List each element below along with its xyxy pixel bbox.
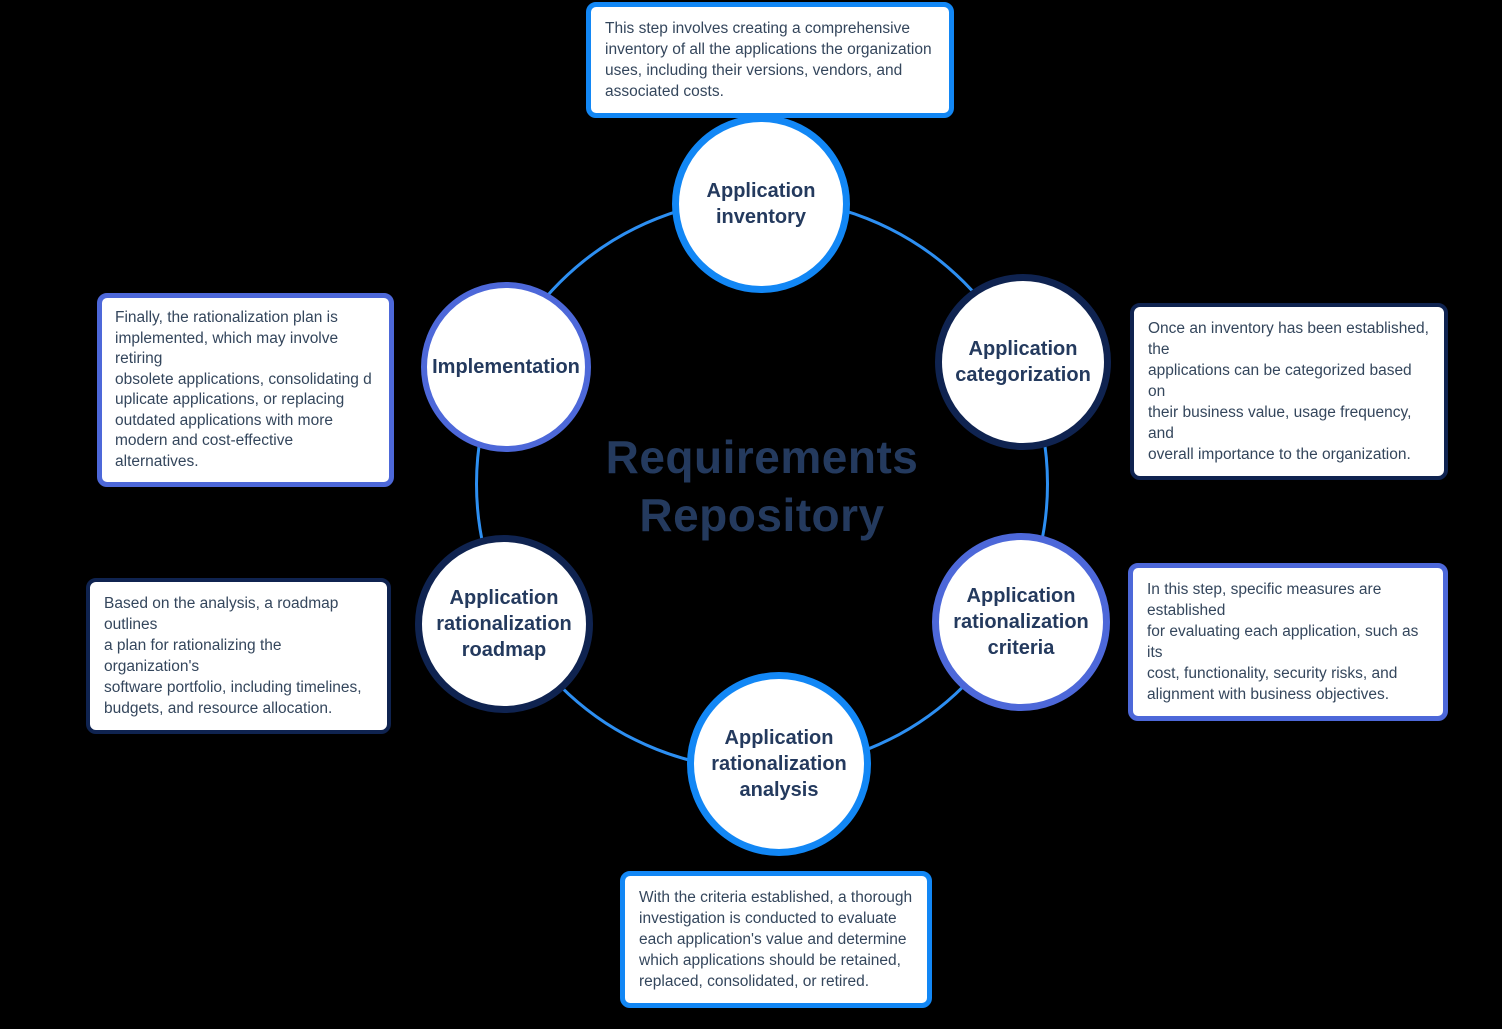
diagram-title: Requirements Repository [605, 431, 919, 542]
node-label: Application inventory [706, 180, 816, 228]
description-box-implementation: Finally, the rationalization plan is imp… [97, 293, 394, 487]
description-box-application-categorization: Once an inventory has been established, … [1130, 303, 1448, 480]
node-label: Application categorization [955, 338, 1091, 386]
node-application-rationalization-roadmap: Application rationalization roadmap [415, 535, 593, 713]
node-label: Application rationalization criteria [953, 585, 1089, 659]
node-application-categorization: Application categorization [935, 274, 1111, 450]
node-implementation: Implementation [421, 282, 591, 452]
description-box-application-rationalization-roadmap: Based on the analysis, a roadmap outline… [86, 578, 391, 734]
node-label: Application rationalization analysis [711, 727, 847, 801]
node-label: Implementation [432, 356, 580, 378]
node-application-rationalization-criteria: Application rationalization criteria [932, 533, 1110, 711]
description-box-application-inventory: This step involves creating a comprehens… [586, 2, 954, 118]
description-box-application-rationalization-criteria: In this step, specific measures are esta… [1128, 563, 1448, 721]
node-label: Application rationalization roadmap [436, 587, 572, 661]
node-application-inventory: Application inventory [672, 115, 850, 293]
description-box-application-rationalization-analysis: With the criteria established, a thoroug… [620, 871, 932, 1008]
node-application-rationalization-analysis: Application rationalization analysis [687, 672, 871, 856]
